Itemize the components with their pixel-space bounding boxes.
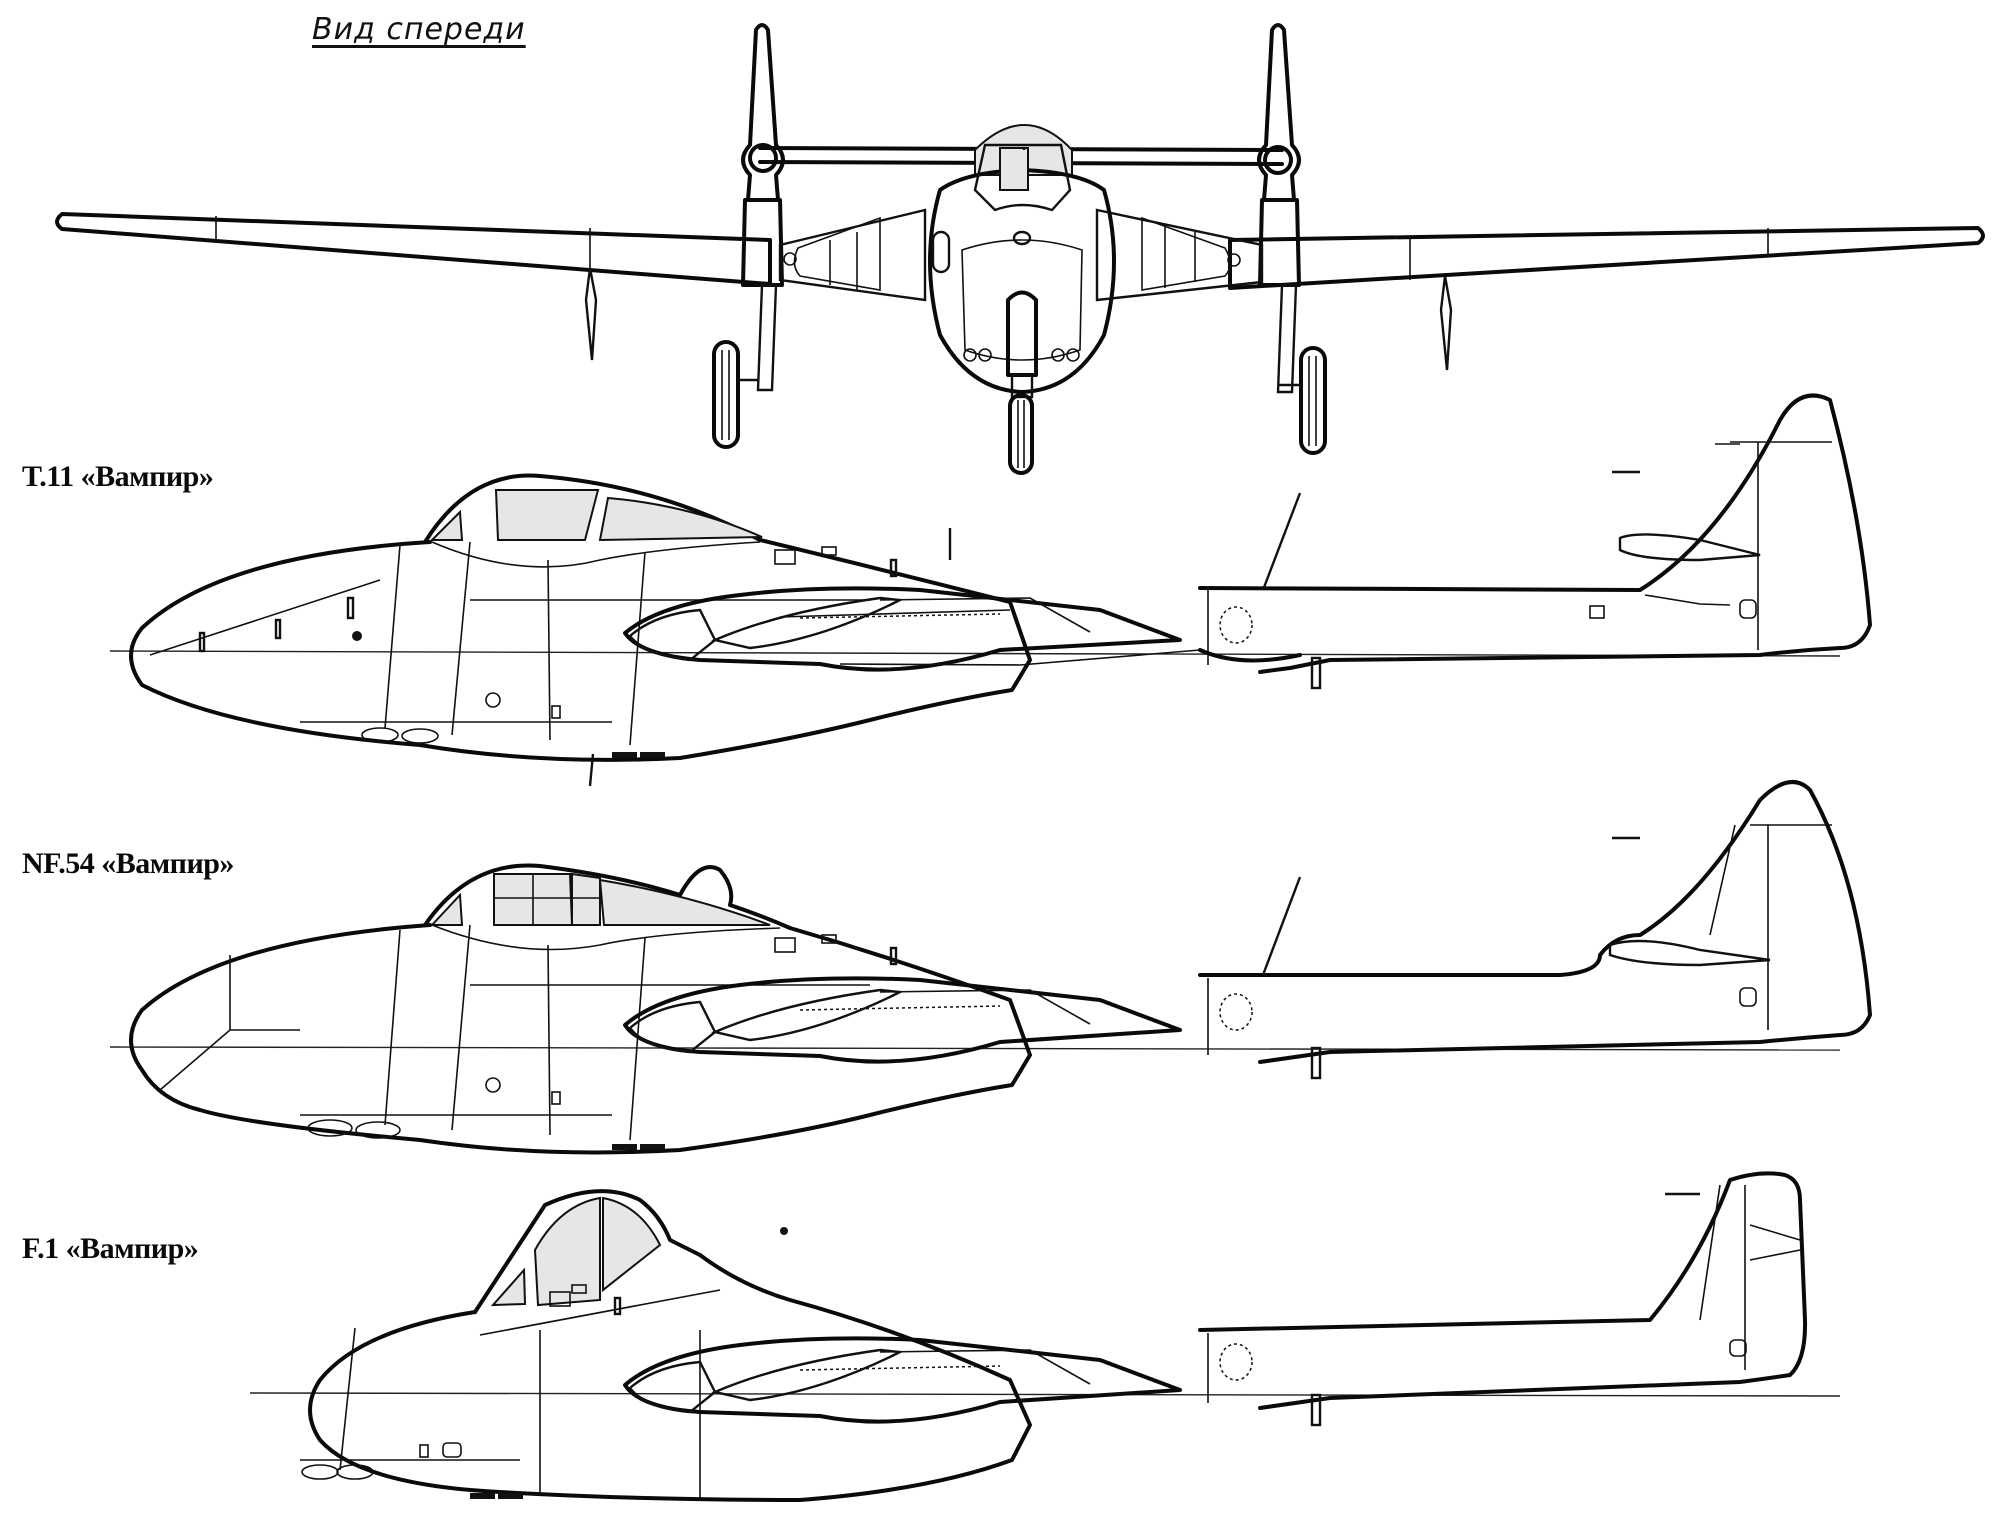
f1-side-view-drawing <box>249 1171 1841 1502</box>
nf54-side-view-drawing <box>109 780 1872 1155</box>
f1-label: F.1 «Вампир» <box>22 1232 199 1265</box>
front-view-drawing <box>55 23 1985 475</box>
t11-label: T.11 «Вампир» <box>22 460 214 493</box>
nf54-label: NF.54 «Вампир» <box>22 847 234 880</box>
front-view-caption: Вид спереди <box>312 12 526 47</box>
t11-side-view-drawing <box>109 393 1872 787</box>
